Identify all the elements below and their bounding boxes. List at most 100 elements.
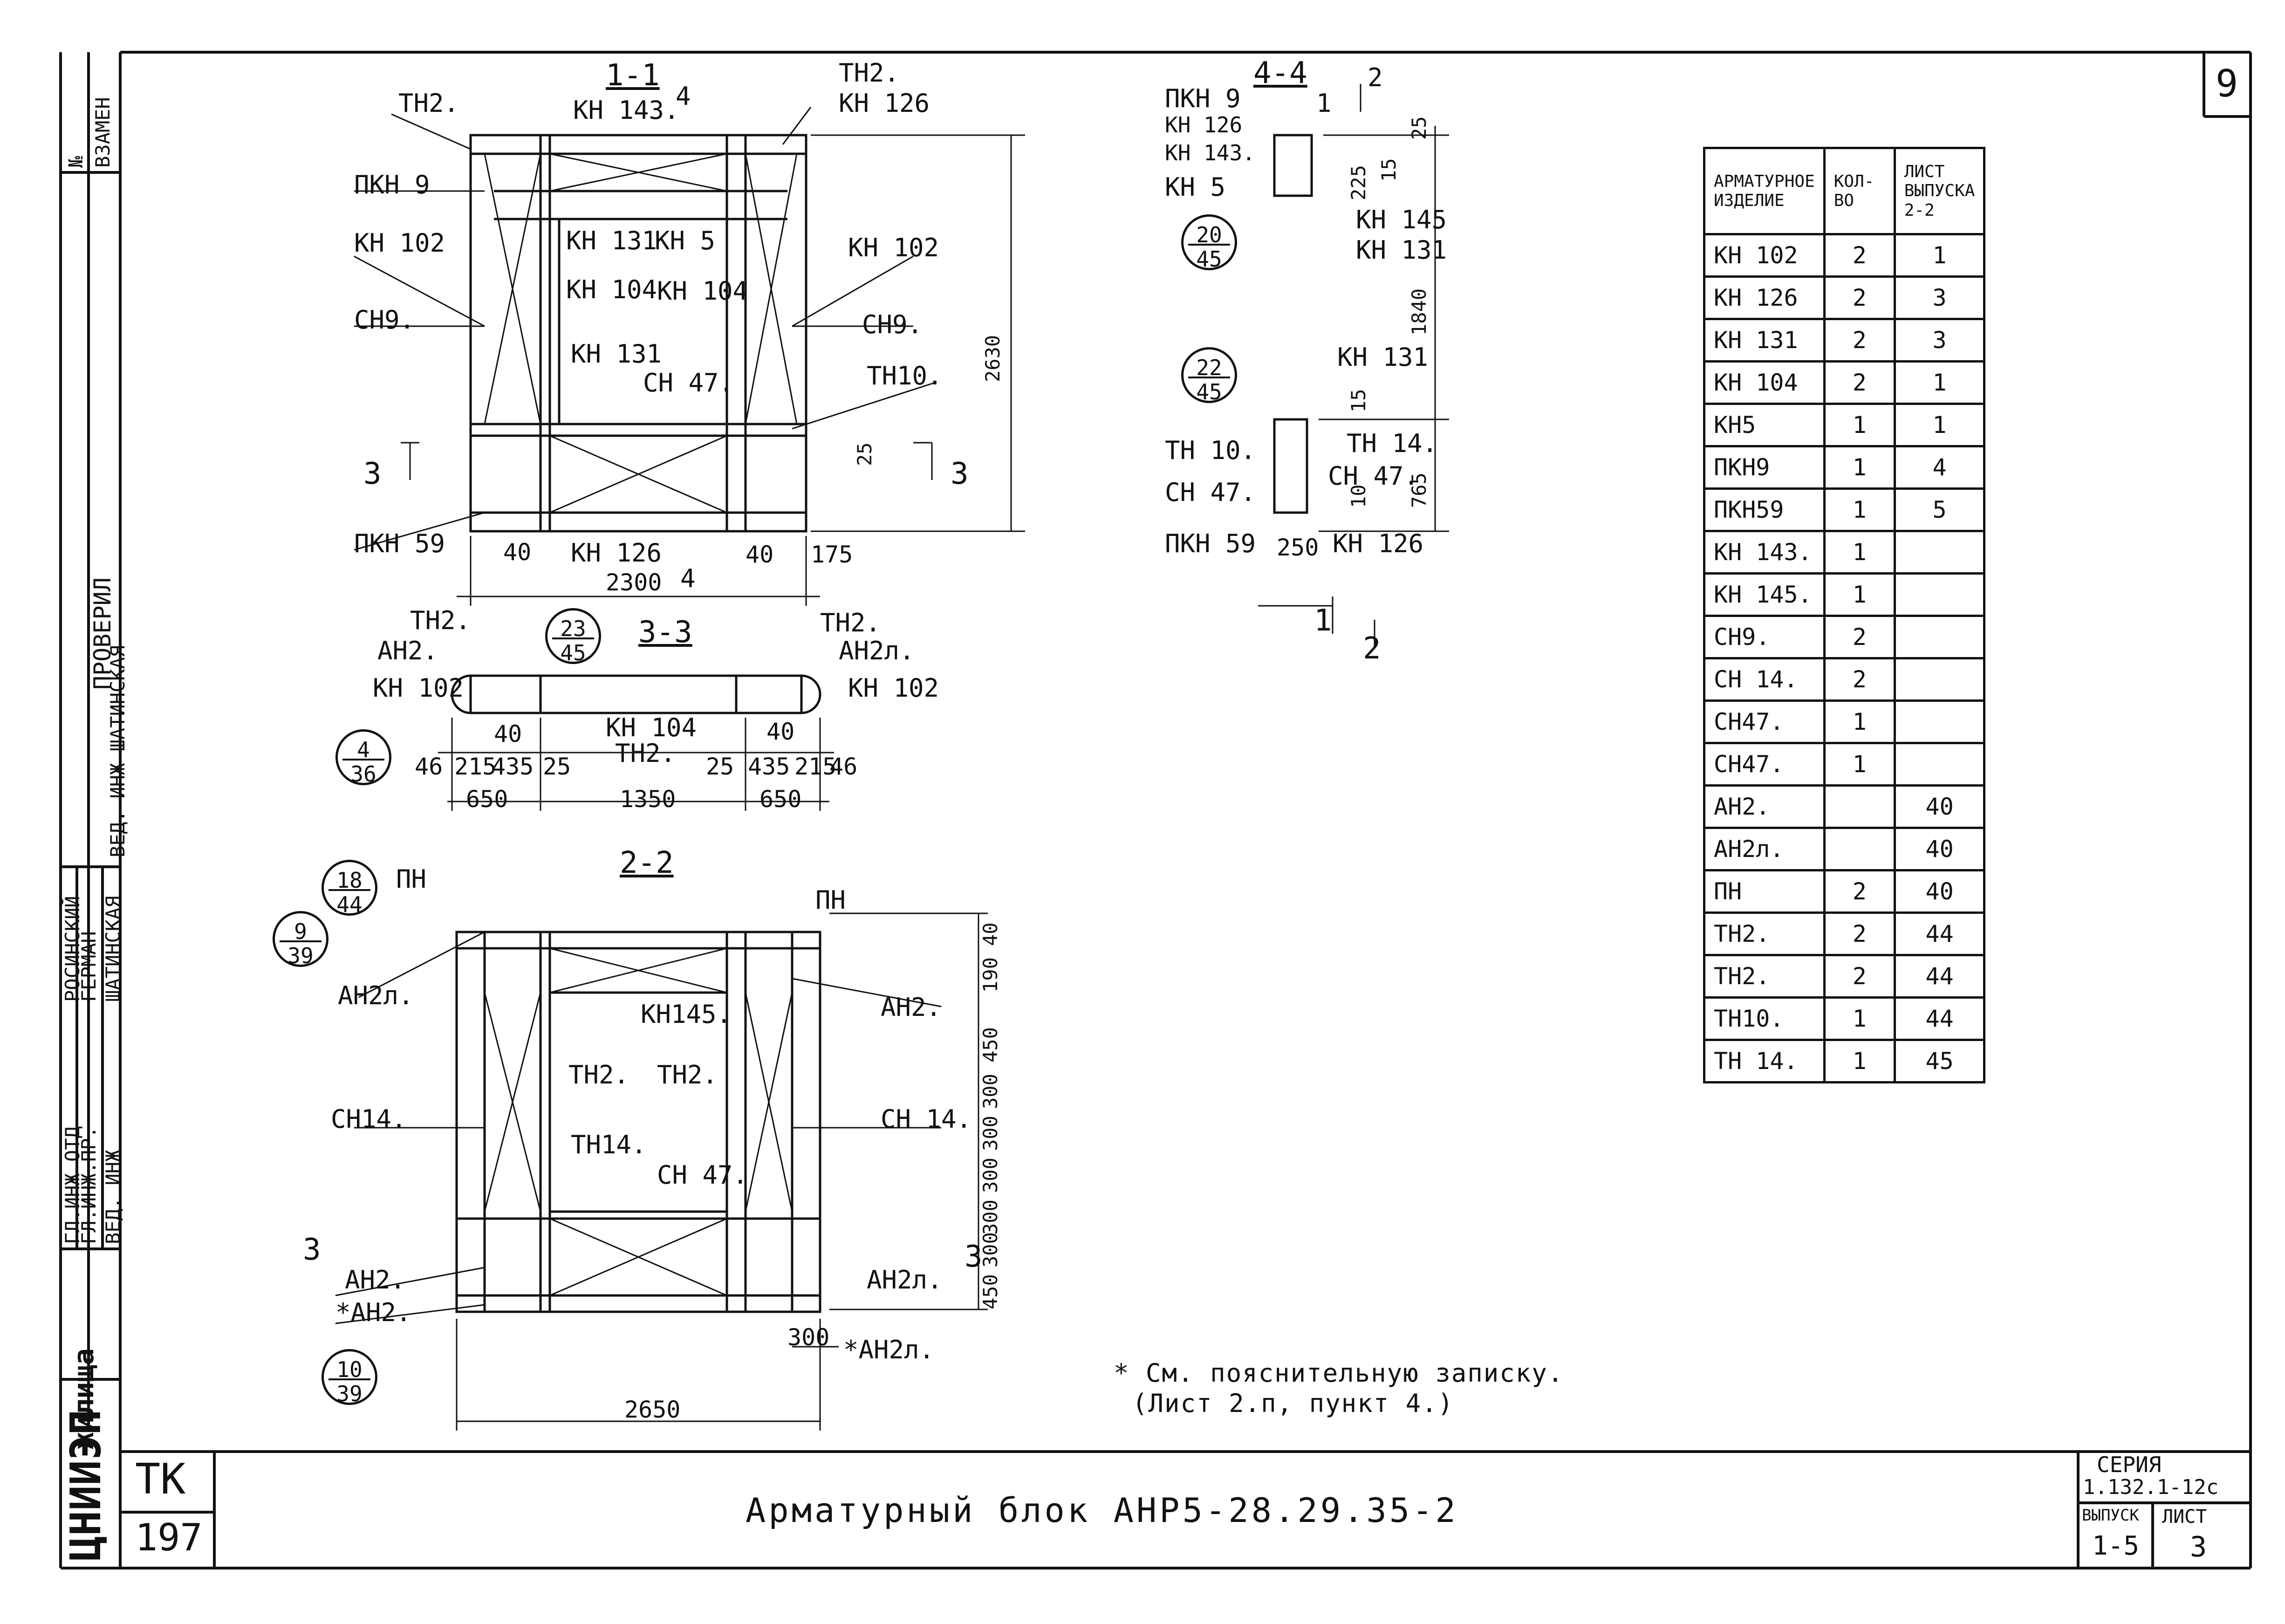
callout-bar <box>342 759 384 761</box>
label-kn131-a: КН 131 <box>566 226 657 255</box>
cell-qty: 1 <box>1823 572 1896 617</box>
dim-3-3-40a: 40 <box>494 720 522 747</box>
label-sn9-left: СН9. <box>354 305 415 335</box>
cell-sheet: 44 <box>1893 996 1986 1041</box>
sheet-title: Арматурный блок АНР5-28.29.35-2 <box>746 1491 1458 1530</box>
cell-qty: 1 <box>1823 403 1896 447</box>
cell-qty: 2 <box>1823 615 1896 659</box>
callout-num: 9 <box>294 919 307 944</box>
cell-qty <box>1823 784 1896 829</box>
strip-ved-inzh-2: ВЕД. ИНЖ <box>106 763 129 857</box>
list-label: ЛИСТ <box>2162 1506 2207 1528</box>
table-row: АН2.40 <box>1703 784 1986 829</box>
label-2-2-sn47: СН 47. <box>657 1160 748 1190</box>
callout-num: 20 <box>1196 222 1222 247</box>
callout-den: 45 <box>560 640 586 665</box>
dim-4-4-15b: 15 <box>1347 389 1370 412</box>
dim-4-4-15a: 15 <box>1377 158 1400 182</box>
cell-qty: 1 <box>1823 487 1896 532</box>
cell-qty <box>1823 827 1896 871</box>
callout-den: 39 <box>287 943 314 968</box>
label-4-4-kn143: КН 143. <box>1165 140 1255 165</box>
dim-4-4-225: 225 <box>1347 165 1370 200</box>
label-kn102-left: КН 102 <box>354 228 445 258</box>
callout-den: 45 <box>1196 379 1222 404</box>
cell-item: СН47. <box>1703 742 1826 787</box>
label-kn102-right: КН 102 <box>848 233 939 262</box>
strip-num: № <box>64 156 87 168</box>
cell-qty: 2 <box>1823 869 1896 914</box>
callout-den: 39 <box>336 1381 363 1406</box>
label-3-3-tn2-b: ТН2. <box>820 608 881 637</box>
vypusk-label: ВЫПУСК <box>2082 1506 2139 1525</box>
cell-sheet: 3 <box>1893 318 1986 363</box>
cell-sheet <box>1893 615 1986 659</box>
table-row: СН47.1 <box>1703 699 1986 744</box>
cell-qty: 2 <box>1823 275 1896 320</box>
label-4-4-sn47-b: СН 47. <box>1165 478 1256 507</box>
sheet-corner-number: 9 <box>2216 62 2238 105</box>
tk-label: ТК <box>135 1455 186 1504</box>
label-2-2-an2l-star: *АН2л. <box>843 1335 935 1364</box>
label-3-3-kn102-right: КН 102 <box>848 673 939 703</box>
cell-qty: 1 <box>1823 699 1896 744</box>
cell-qty: 2 <box>1823 233 1896 278</box>
dim-1-1-height: 2630 <box>981 335 1004 382</box>
cell-qty: 2 <box>1823 954 1896 999</box>
cell-item: КН 145. <box>1703 572 1826 617</box>
label-3-3-tn2-c: ТН2. <box>615 739 676 768</box>
dim-2-2-450a: 450 <box>979 1027 1002 1062</box>
table-row: СН47.1 <box>1703 742 1986 787</box>
label-tn2-left: ТН2. <box>398 89 459 118</box>
callout-num: 22 <box>1196 355 1222 380</box>
section-1-1-title: 1-1 <box>606 58 660 93</box>
cell-item: ПКН59 <box>1703 487 1826 532</box>
dim-2-2-300d: 300 <box>979 1199 1002 1235</box>
cell-sheet: 40 <box>1893 869 1986 914</box>
label-4-4-kn5: КН 5 <box>1165 172 1226 202</box>
label-4-4-sec1-top: 1 <box>1316 89 1332 118</box>
label-2-2-an2-star: *АН2. <box>335 1298 411 1327</box>
callout-bar <box>1188 244 1230 246</box>
dim-1-1-width: 2300 <box>606 569 662 596</box>
cell-sheet: 5 <box>1893 487 1986 532</box>
label-tn2-right: ТН2. <box>839 58 900 88</box>
cell-item: СН9. <box>1703 615 1826 659</box>
label-sn47: СН 47. <box>643 368 734 397</box>
table-row: АН2л.40 <box>1703 827 1986 871</box>
cell-item: КН5 <box>1703 403 1826 447</box>
label-sec4-bot: 4 <box>680 564 696 593</box>
dim-3-3-1350: 1350 <box>620 786 676 813</box>
strip-vzamen: ВЗАМЕН <box>91 97 114 168</box>
label-4-4-sec1-bot: 1 <box>1314 603 1332 638</box>
label-2-2-an2l-left: АН2л. <box>338 981 414 1010</box>
cell-qty: 1 <box>1823 530 1896 575</box>
table-row: СН 14.2 <box>1703 657 1986 702</box>
callout-bar <box>552 637 594 639</box>
cell-item: АН2. <box>1703 784 1826 829</box>
label-kn126-bot: КН 126 <box>571 538 662 568</box>
dim-4-4-1840: 1840 <box>1408 288 1430 336</box>
label-sec3-right: 3 <box>951 457 969 491</box>
label-kn126-top: КН 126 <box>839 89 930 118</box>
label-2-2-sn14-left: СН14. <box>331 1104 407 1134</box>
cell-sheet: 44 <box>1893 954 1986 999</box>
table-row: КН 145.1 <box>1703 572 1986 617</box>
strip-ved-inzh-shatinskaya: ВЕД. ИНЖ ШАТИНСКАЯ <box>106 645 129 857</box>
label-4-4-pkn9: ПКН 9 <box>1165 84 1241 113</box>
label-4-4-kn126: КН 126 <box>1165 112 1243 137</box>
cell-item: КН 104 <box>1703 360 1826 405</box>
section-2-2-title: 2-2 <box>620 846 674 880</box>
note-line-2: (Лист 2.п, пункт 4.) <box>1132 1389 1454 1418</box>
dim-2-2-40: 40 <box>979 922 1002 946</box>
